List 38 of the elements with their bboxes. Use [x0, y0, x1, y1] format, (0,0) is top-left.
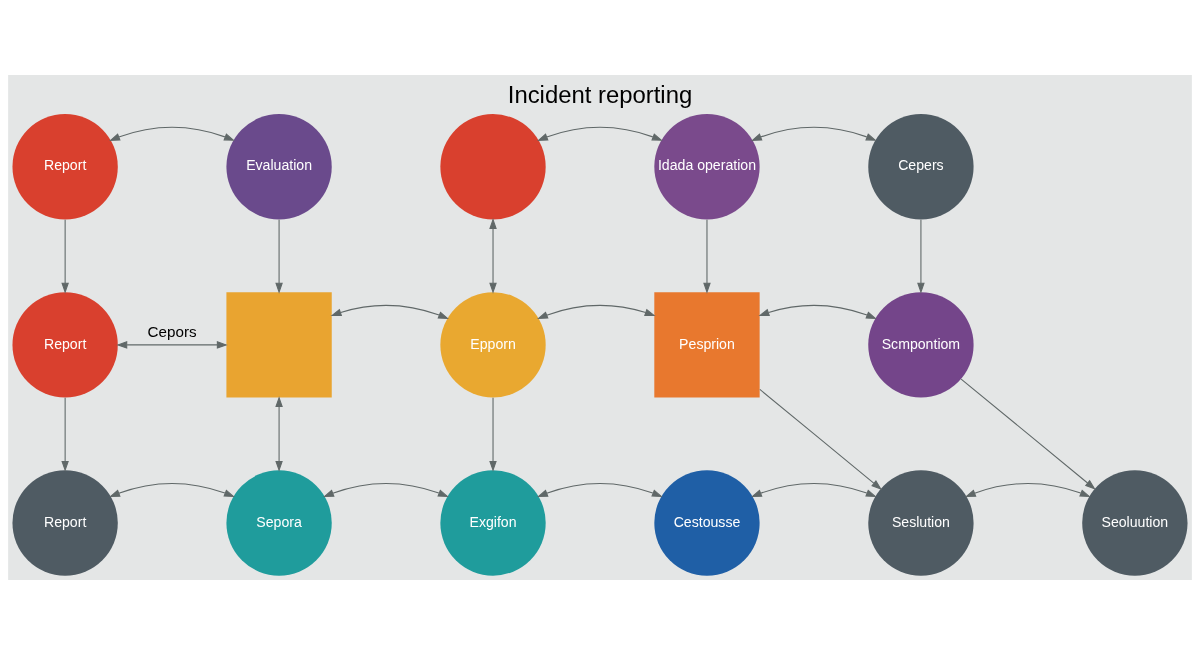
node-box: Pesprion [654, 291, 760, 398]
edge-label: Cepors [147, 322, 197, 340]
diagram-title: Incident reporting [507, 80, 693, 108]
arrow [537, 482, 663, 497]
arrow [116, 340, 228, 349]
arrow [917, 218, 925, 294]
arrow [751, 482, 877, 497]
node-circle: Cestousse [654, 469, 760, 576]
arrow [537, 304, 656, 319]
node-circle [440, 113, 546, 219]
node-circle: Sepora [226, 469, 332, 576]
node-circle: Epporn [440, 291, 546, 398]
arrow [960, 378, 1096, 490]
node-circle: Idada operation [654, 113, 760, 219]
arrow [964, 482, 1091, 497]
arrow [323, 482, 449, 497]
node-circle: Evaluation [226, 113, 332, 219]
arrow [489, 217, 497, 294]
arrow [61, 396, 69, 472]
arrow [109, 126, 235, 141]
arrow [537, 126, 663, 141]
arrow [61, 218, 69, 294]
arrow [330, 304, 449, 319]
node-circle: Scmpontiom [868, 291, 974, 398]
arrow [759, 388, 882, 490]
node-circle: Report [12, 469, 118, 576]
node-circle: Exgifon [440, 469, 546, 576]
node-circle: Report [12, 113, 118, 219]
arrow [275, 218, 283, 294]
arrow [751, 126, 877, 141]
arrow [758, 304, 877, 319]
node-circle: Report [12, 291, 118, 398]
arrow [109, 482, 235, 497]
arrow [489, 396, 497, 472]
node-circle: Cepers [868, 113, 974, 219]
arrow [275, 395, 283, 472]
arrow [703, 218, 711, 294]
node-box [226, 291, 332, 398]
